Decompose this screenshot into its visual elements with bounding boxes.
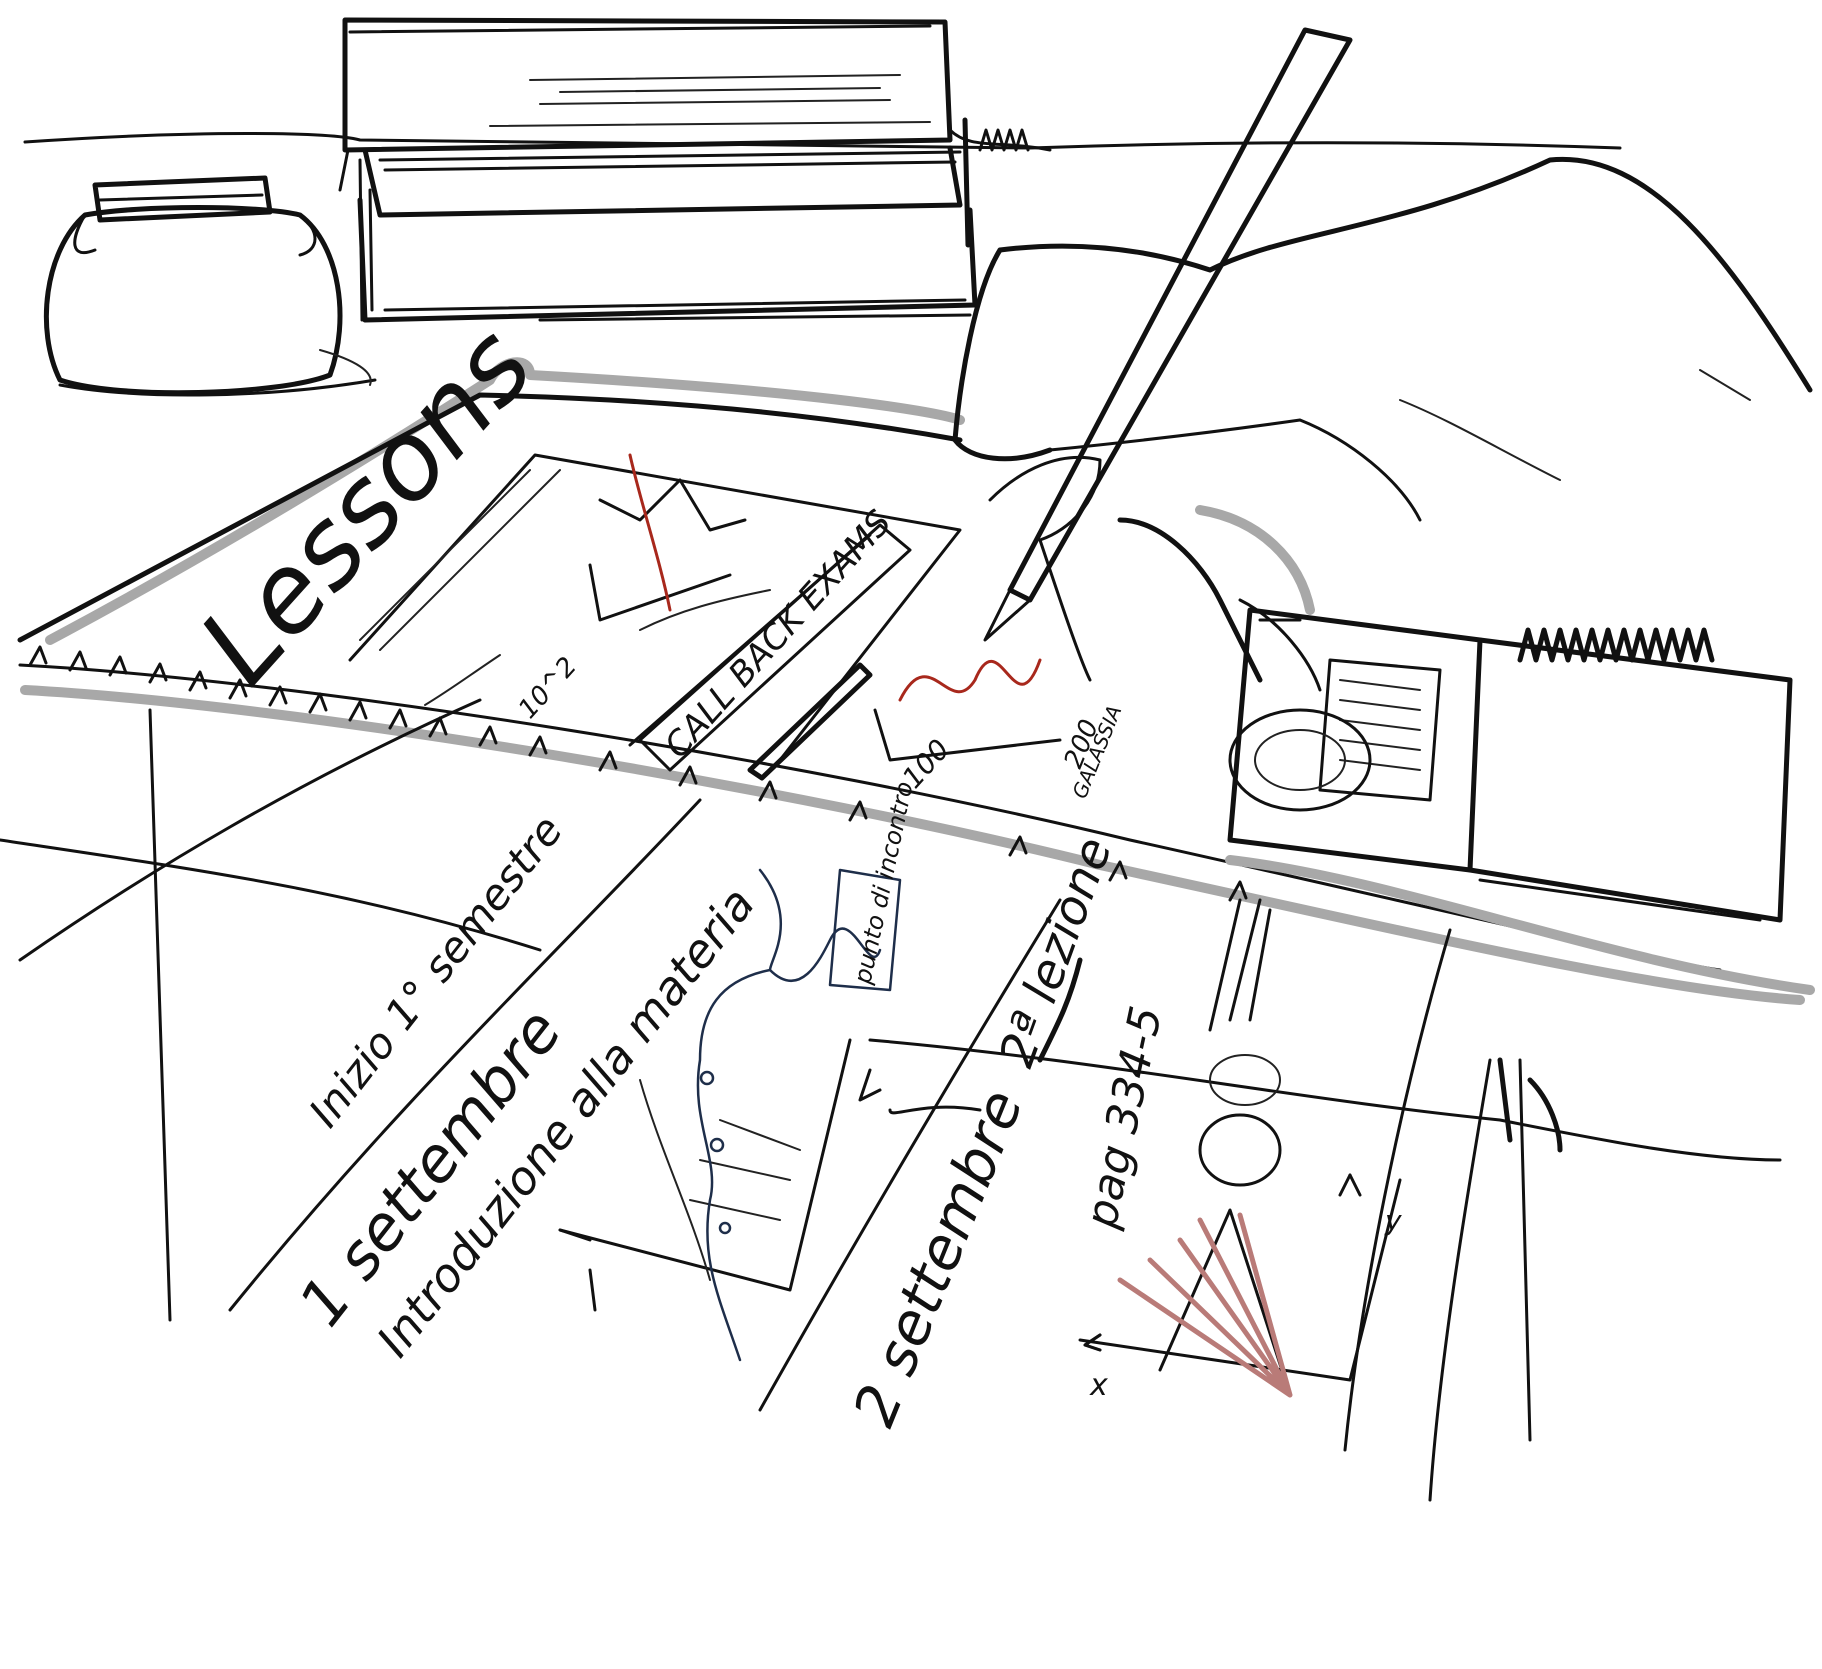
book-stack bbox=[338, 17, 1052, 323]
teapot bbox=[43, 175, 377, 397]
note-page: pag 334-5 bbox=[1076, 1002, 1173, 1233]
notebook bbox=[17, 357, 1805, 1005]
axis-x-label: x bbox=[1089, 1368, 1108, 1403]
notebook-title: Lessons bbox=[176, 304, 557, 707]
note-lesson-2: 2ª lezione bbox=[989, 830, 1123, 1074]
notebook-title-group: Lessons bbox=[176, 304, 557, 707]
lower-notes: Inizio 1° semestre 1 settembre Introduzi… bbox=[284, 806, 765, 1367]
triangle-chart: pag 334-5 x y bbox=[1076, 898, 1402, 1403]
call-back-box: CALL BACK EXAMS bbox=[628, 503, 912, 772]
note-date-2: 2 settembre bbox=[840, 1080, 1036, 1435]
notebook-wave-chart: 100 bbox=[873, 658, 1062, 795]
axis-y-label: y bbox=[1384, 1204, 1402, 1237]
notebook-eraser-bar bbox=[747, 662, 873, 781]
call-back-label: CALL BACK EXAMS bbox=[657, 503, 900, 766]
small-note-1: 10^2 bbox=[513, 652, 583, 725]
lower-page-lines bbox=[0, 698, 1782, 1502]
table-horizon bbox=[23, 132, 1622, 150]
right-object bbox=[1225, 607, 1815, 995]
